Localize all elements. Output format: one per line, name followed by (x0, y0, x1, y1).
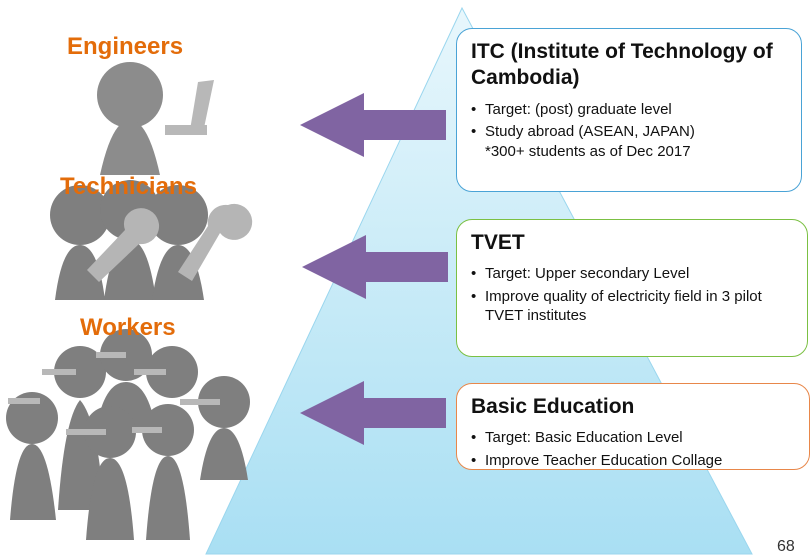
workers-group (6, 329, 250, 540)
bullet-text: Target: Basic Education Level (485, 429, 683, 447)
technicians-label: Technicians (60, 173, 197, 200)
worker-caps (8, 352, 220, 435)
bullet-text: Target: (post) graduate level (485, 100, 672, 118)
tvet-box: TVET Target: Upper secondary Level Impro… (456, 219, 808, 357)
basic-bullets: Target: Basic Education Level Improve Te… (471, 428, 795, 470)
itc-bullets: Target: (post) graduate level Study abro… (471, 100, 787, 162)
arrow-basic (300, 381, 446, 445)
workers-label: Workers (80, 314, 176, 341)
itc-box: ITC (Institute of Technology of Cambodia… (456, 28, 802, 192)
arrow-tvet (302, 235, 448, 299)
itc-note: *300+ students as of Dec 2017 (485, 142, 691, 160)
technicians-group (50, 180, 208, 300)
laptop-icon (165, 80, 214, 135)
wrench-icon (178, 203, 253, 281)
engineers-label: Engineers (67, 33, 184, 60)
tvet-bullets: Target: Upper secondary Level Improve qu… (471, 264, 793, 326)
list-item: Study abroad (ASEAN, JAPAN) *300+ student… (471, 122, 787, 161)
list-item: Improve quality of electricity field in … (471, 287, 793, 326)
tvet-title: TVET (471, 231, 525, 254)
bullet-text: Target: Upper secondary Level (485, 265, 690, 283)
list-item: Target: (post) graduate level (471, 100, 787, 120)
itc-title: ITC (Institute of Technology of Cambodia… (471, 40, 773, 90)
list-item: Target: Basic Education Level (471, 428, 795, 448)
bullet-text: Improve Teacher Education Collage (485, 451, 723, 469)
wrench-icon (87, 208, 160, 282)
arrow-itc (300, 93, 446, 157)
list-item: Target: Upper secondary Level (471, 264, 793, 284)
basic-education-box: Basic Education Target: Basic Education … (456, 383, 810, 470)
basic-title: Basic Education (471, 395, 635, 418)
engineer-figure (97, 62, 163, 175)
bullet-text: Study abroad (ASEAN, JAPAN) (485, 123, 695, 140)
page-number: 68 (777, 538, 795, 555)
list-item: Improve Teacher Education Collage (471, 451, 795, 471)
bullet-text: Improve quality of electricity field in … (485, 287, 762, 325)
